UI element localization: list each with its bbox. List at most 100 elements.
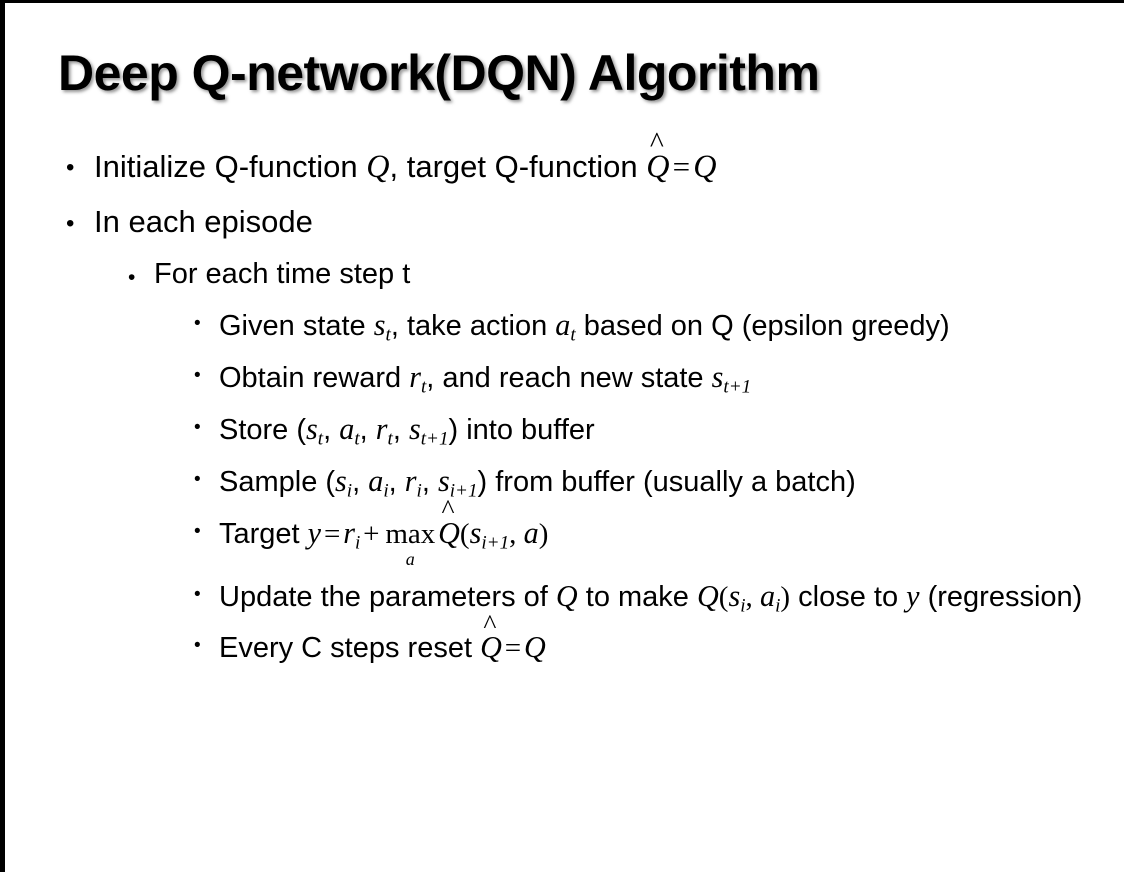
bullet-store-transition: • Store (st, at, rt, st+1) into buffer xyxy=(0,408,1124,453)
math-a1: a xyxy=(339,411,355,446)
bullet-in-each-episode: • In each episode xyxy=(0,202,1124,242)
text-fragment: Update the parameters of xyxy=(219,580,556,613)
math-paren-open: ( xyxy=(718,580,729,613)
bullet-update-parameters-text: Update the parameters of Q to make Q(si,… xyxy=(219,575,1098,620)
text-fragment: Target xyxy=(219,517,308,550)
math-r-subscript: i xyxy=(354,532,361,554)
math-r: r xyxy=(343,515,355,550)
text-fragment: Sample ( xyxy=(219,465,336,498)
math-a1-subscript: t xyxy=(354,428,360,450)
math-a1: a xyxy=(368,463,384,498)
bullet-dot-icon: • xyxy=(128,266,136,290)
math-s: s xyxy=(728,578,741,613)
hat-accent-icon: ^ xyxy=(441,493,455,525)
text-fragment: , target Q-function xyxy=(389,149,647,184)
bullet-dot-icon: • xyxy=(194,416,201,438)
bullet-dot-icon: • xyxy=(194,635,201,657)
math-r-subscript: t xyxy=(420,376,427,398)
text-fragment: , xyxy=(352,465,369,498)
text-fragment: ) from buffer (usually a batch) xyxy=(477,465,856,498)
text-fragment: Initialize Q-function xyxy=(94,149,367,184)
text-fragment: , and reach new state xyxy=(426,361,712,394)
text-fragment: , xyxy=(359,413,376,446)
math-s2-subscript: t+1 xyxy=(420,428,449,450)
text-fragment: based on Q (epsilon greedy) xyxy=(575,309,950,342)
bullet-sample-batch-text: Sample (si, ai, ri, si+1) from buffer (u… xyxy=(219,460,1098,505)
math-paren-close: ) xyxy=(780,580,791,613)
math-s1-subscript: i xyxy=(346,480,353,502)
math-a: a xyxy=(760,578,776,613)
bullet-given-state: • Given state st, take action at based o… xyxy=(0,304,1124,349)
bullet-dot-icon: • xyxy=(194,583,201,605)
math-a-subscript: i xyxy=(775,595,781,617)
hat-accent-icon: ^ xyxy=(483,608,497,640)
left-edge-bar xyxy=(0,0,5,872)
text-fragment: ) into buffer xyxy=(448,413,595,446)
bullet-initialize-text: Initialize Q-function Q, target Q-functi… xyxy=(94,129,1124,188)
bullet-obtain-reward: • Obtain reward rt, and reach new state … xyxy=(0,356,1124,401)
math-a: a xyxy=(523,515,539,550)
math-q-hat: ^Q xyxy=(480,611,502,669)
math-q: Q xyxy=(366,148,390,184)
math-s-subscript: i+1 xyxy=(481,532,510,554)
math-y: y xyxy=(906,578,920,613)
math-s-subscript: t xyxy=(385,324,391,346)
bullet-dot-icon: • xyxy=(194,520,201,542)
bullet-dot-icon: • xyxy=(66,154,75,181)
bullet-every-c-steps-text: Every C steps reset ^Q=Q xyxy=(219,611,1098,669)
math-q: Q xyxy=(555,578,578,613)
math-symbol: Q xyxy=(438,515,460,550)
math-s: s xyxy=(373,307,386,342)
math-equals: = xyxy=(504,632,522,665)
math-s1: s xyxy=(306,411,318,446)
text-fragment: Given state xyxy=(219,309,374,342)
math-y: y xyxy=(307,515,322,550)
math-paren-close: ) xyxy=(538,517,549,550)
top-edge-bar xyxy=(0,0,1124,3)
math-symbol: Q xyxy=(646,148,670,184)
math-a: a xyxy=(555,307,571,342)
bullet-update-parameters: • Update the parameters of Q to make Q(s… xyxy=(0,575,1124,620)
math-q2: Q xyxy=(524,630,546,665)
text-fragment: to make xyxy=(577,580,697,613)
text-fragment: Store ( xyxy=(219,413,307,446)
math-r: r xyxy=(409,359,421,394)
text-fragment: , xyxy=(421,465,438,498)
math-s1-subscript: t xyxy=(317,428,324,450)
bullet-obtain-reward-text: Obtain reward rt, and reach new state st… xyxy=(219,356,1098,401)
math-q2: Q xyxy=(693,148,717,184)
algorithm-bullet-list: • Initialize Q-function Q, target Q-func… xyxy=(0,129,1124,677)
math-symbol: Q xyxy=(480,630,502,665)
bullet-for-each-time-step: • For each time step t xyxy=(0,256,1124,294)
bullet-store-transition-text: Store (st, at, rt, st+1) into buffer xyxy=(219,408,1098,453)
bullet-dot-icon: • xyxy=(194,468,201,490)
math-q-hat: ^Q xyxy=(646,129,670,188)
text-fragment: Obtain reward xyxy=(219,361,410,394)
math-max-subscript: a xyxy=(405,548,415,569)
math-r1-subscript: t xyxy=(387,428,393,450)
math-s: s xyxy=(469,515,482,550)
text-fragment: , take action xyxy=(390,309,556,342)
math-s2: s xyxy=(408,411,421,446)
math-a1-subscript: i xyxy=(383,480,389,502)
bullet-initialize: • Initialize Q-function Q, target Q-func… xyxy=(0,129,1124,188)
math-r1-subscript: i xyxy=(416,480,422,502)
math-equals: = xyxy=(672,149,691,184)
bullet-dot-icon: • xyxy=(194,364,201,386)
bullet-dot-icon: • xyxy=(66,209,75,237)
math-s: s xyxy=(711,359,724,394)
math-plus: + xyxy=(363,517,380,550)
bullet-dot-icon: • xyxy=(194,312,201,334)
math-comma: , xyxy=(509,517,524,550)
math-a-subscript: t xyxy=(570,324,576,346)
math-paren-open: ( xyxy=(459,517,470,550)
math-max-label: max xyxy=(385,517,436,550)
slide-title: Deep Q-network(DQN) Algorithm xyxy=(58,45,820,101)
math-s1: s xyxy=(335,463,347,498)
bullet-sample-batch: • Sample (si, ai, ri, si+1) from buffer … xyxy=(0,460,1124,505)
bullet-every-c-steps: • Every C steps reset ^Q=Q xyxy=(0,611,1124,669)
